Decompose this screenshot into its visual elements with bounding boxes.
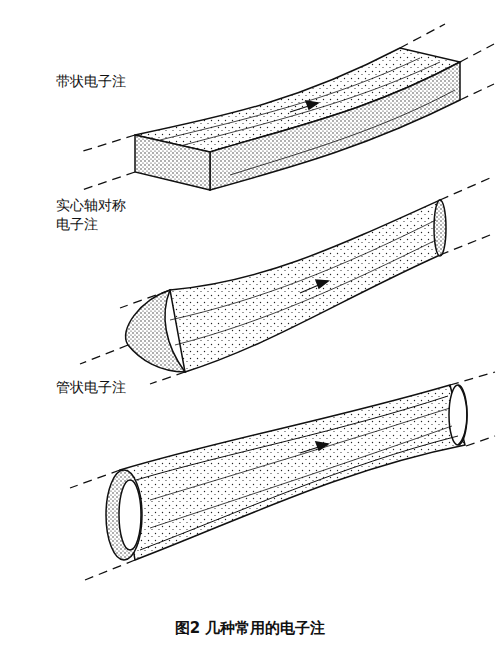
ribbon-beam bbox=[80, 24, 494, 190]
beam-label: 带状电子注 bbox=[56, 72, 146, 91]
beam-label: 管状电子注 bbox=[56, 378, 146, 397]
figure-caption: 图2 几种常用的电子注 bbox=[175, 618, 326, 638]
beam-label: 实心轴对称 电子注 bbox=[56, 196, 134, 234]
tubular-beam bbox=[70, 372, 495, 580]
solid-beam bbox=[80, 178, 490, 384]
